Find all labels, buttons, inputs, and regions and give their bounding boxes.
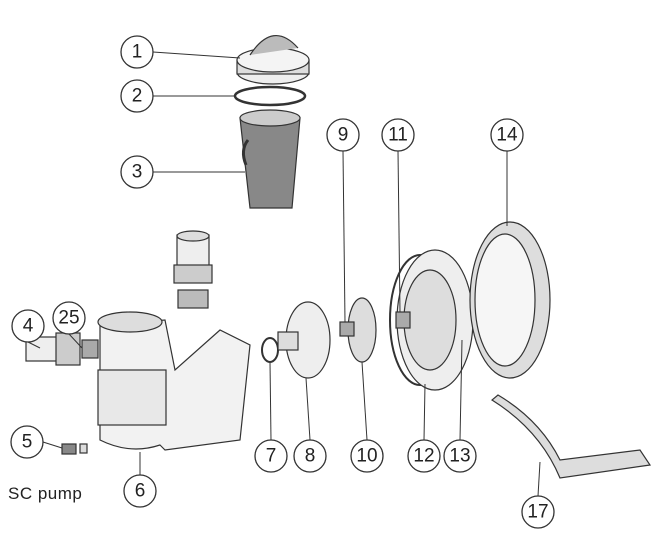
svg-text:7: 7	[266, 446, 277, 467]
svg-text:13: 13	[449, 446, 470, 467]
svg-text:11: 11	[388, 125, 408, 146]
part-lid	[236, 34, 310, 85]
part-small-o-ring	[261, 337, 279, 363]
callout-2: 2	[120, 79, 154, 113]
callout-5: 5	[10, 425, 44, 459]
svg-text:5: 5	[22, 432, 33, 453]
leader-lines	[27, 51, 541, 497]
callout-4: 4	[11, 309, 45, 343]
part-impeller	[339, 297, 377, 363]
svg-text:17: 17	[527, 502, 548, 523]
part-clamp-ring	[469, 221, 551, 379]
part-seal-plate	[389, 249, 474, 391]
svg-text:2: 2	[132, 86, 143, 107]
callout-13: 13	[443, 439, 477, 473]
pump-caption: SC pump	[8, 484, 83, 503]
part-pump-housing	[25, 230, 251, 455]
part-wrench	[490, 394, 652, 479]
callout-11: 11	[381, 118, 415, 152]
callout-7: 7	[254, 439, 288, 473]
callout-6: 6	[123, 474, 157, 508]
svg-text:8: 8	[305, 446, 316, 467]
svg-text:14: 14	[496, 125, 518, 146]
callout-1: 1	[120, 35, 154, 69]
svg-text:10: 10	[356, 446, 377, 467]
svg-text:4: 4	[23, 316, 34, 337]
part-o-ring	[233, 85, 307, 107]
callout-9: 9	[326, 118, 360, 152]
callout-8: 8	[293, 439, 327, 473]
callout-17: 17	[521, 495, 555, 529]
part-diffuser	[277, 301, 331, 379]
callout-10: 10	[350, 439, 384, 473]
svg-text:3: 3	[132, 162, 143, 183]
svg-text:9: 9	[338, 125, 349, 146]
callout-25: 25	[52, 301, 86, 335]
svg-text:6: 6	[135, 481, 146, 502]
svg-text:12: 12	[413, 446, 434, 467]
callout-14: 14	[490, 118, 524, 152]
svg-text:25: 25	[58, 308, 79, 329]
callout-3: 3	[120, 155, 154, 189]
svg-text:1: 1	[132, 42, 143, 63]
part-basket	[239, 109, 301, 209]
callout-12: 12	[407, 439, 441, 473]
